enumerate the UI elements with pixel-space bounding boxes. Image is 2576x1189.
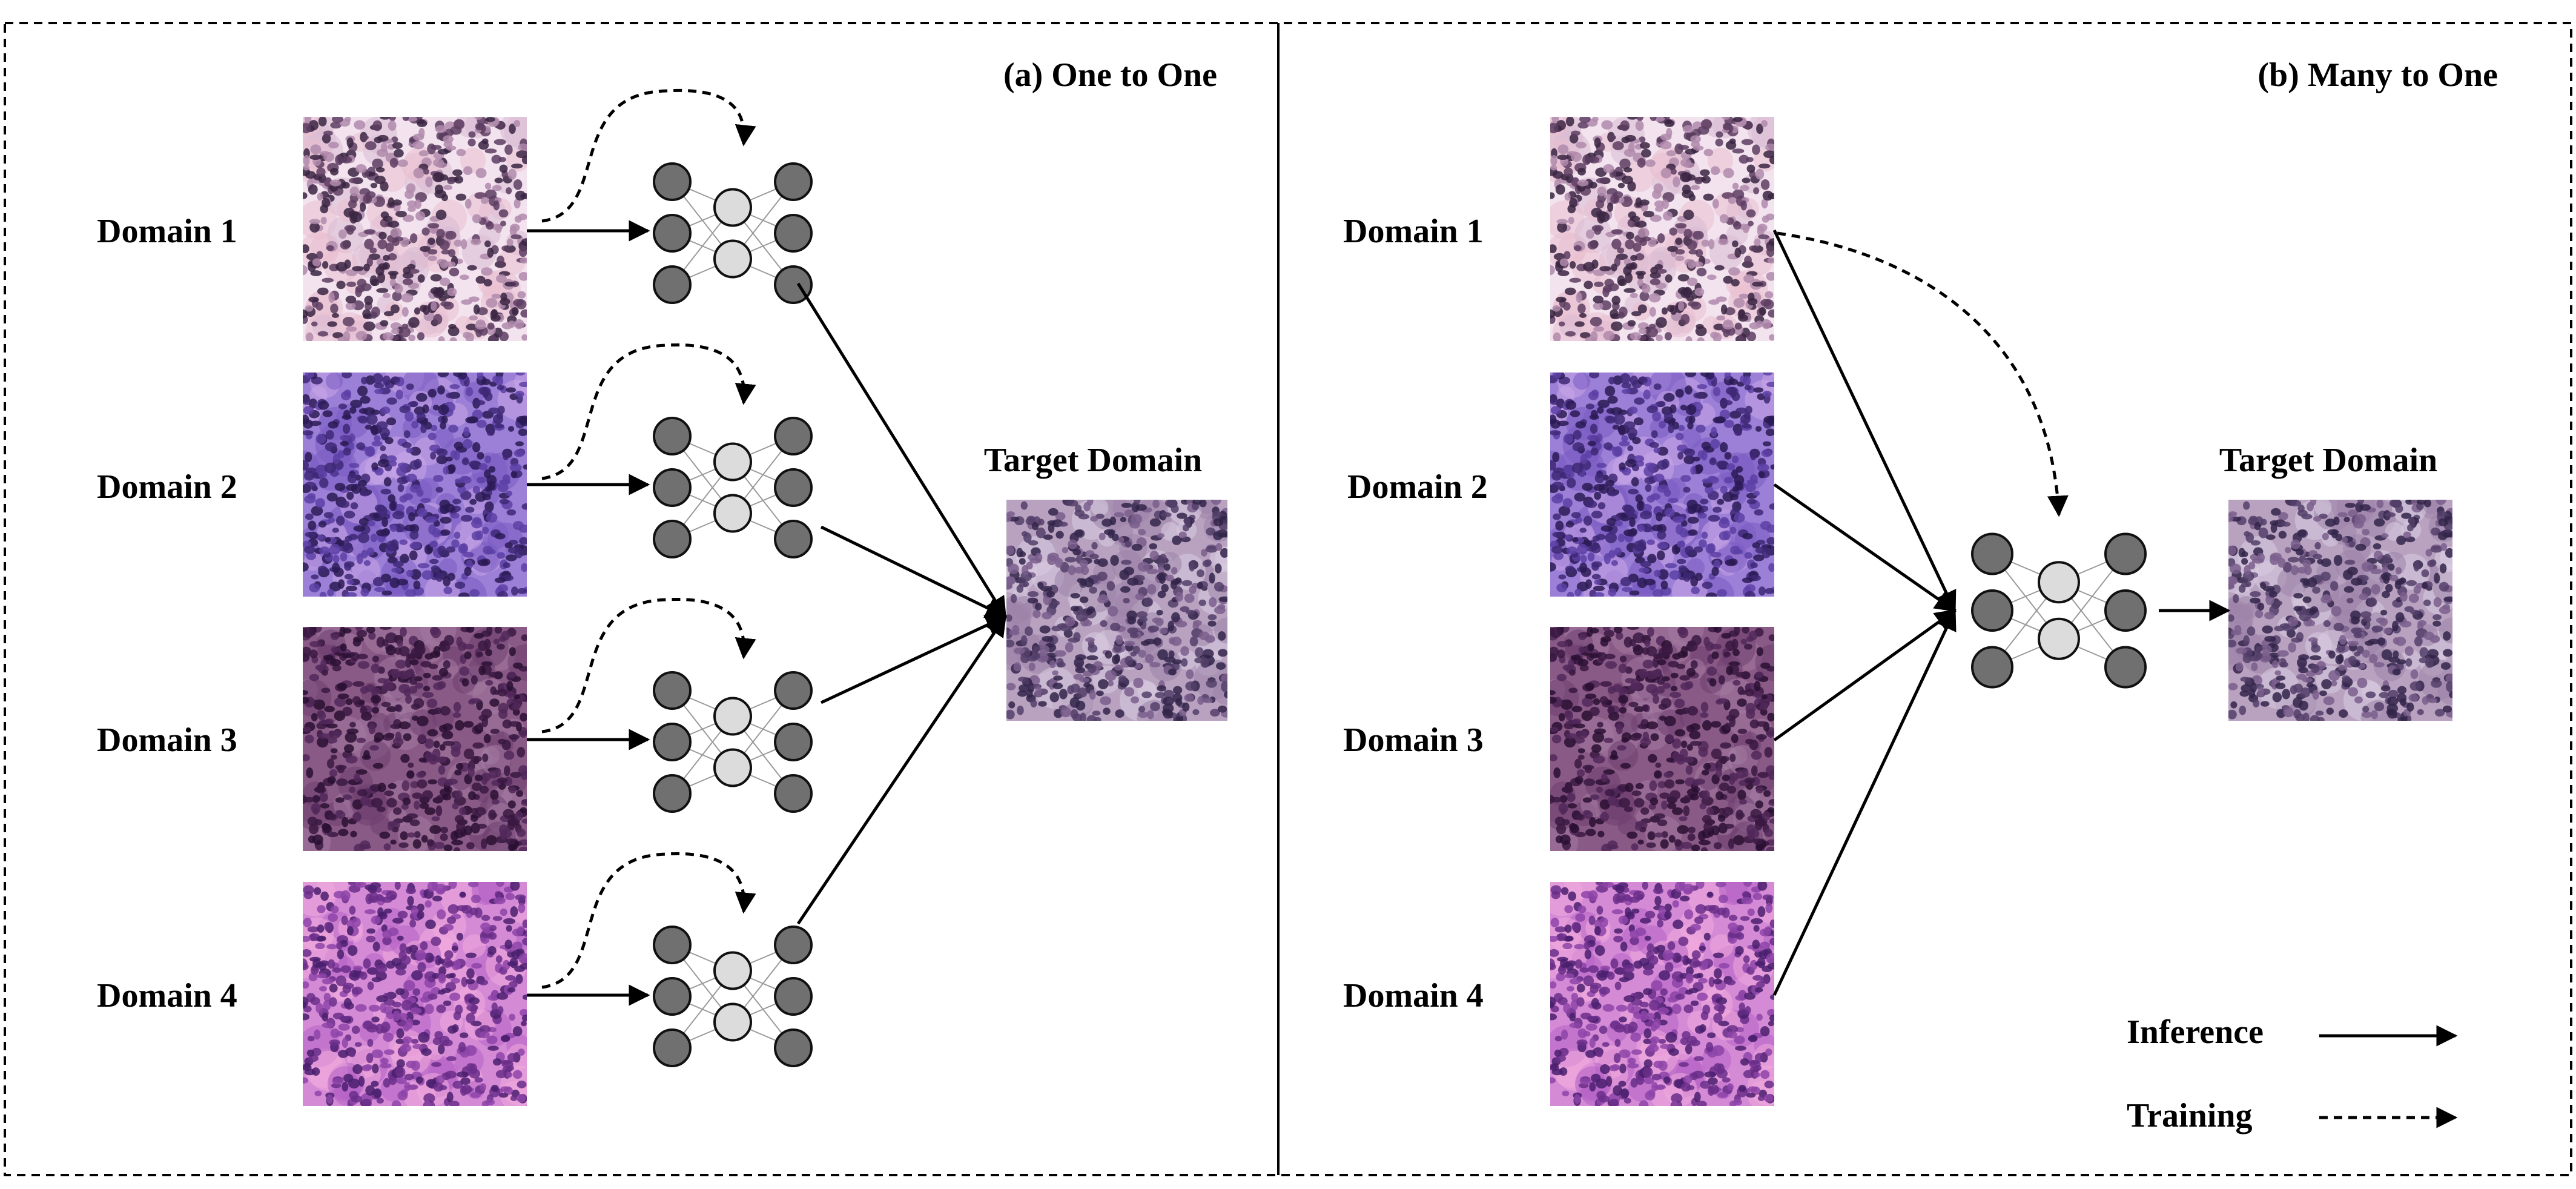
panel-a-network-3 xyxy=(653,671,813,813)
panel-a-domain-4-image xyxy=(303,882,527,1106)
panel-a-network-2 xyxy=(653,417,813,558)
panel-a-domain-2-image xyxy=(303,373,527,597)
panel-a-target-label: Target Domain xyxy=(984,442,1202,479)
panel-a-training-arrow-2 xyxy=(541,343,756,480)
panel-a-training-arrow-1 xyxy=(541,88,756,223)
legend-inference-label: Inference xyxy=(2127,1013,2264,1051)
panel-a-target-image xyxy=(1006,500,1227,721)
panel-b: (b) Many to One Domain 1 Domain 2 Domain… xyxy=(1343,56,2498,1134)
panel-b-target-label: Target Domain xyxy=(2219,442,2437,479)
panel-b-domain-2-image xyxy=(1550,373,1774,597)
legend-training-label: Training xyxy=(2127,1097,2252,1134)
panel-a-network-1 xyxy=(653,162,813,304)
panel-b-inference-arrow-3 xyxy=(1773,609,1957,742)
panel-a-training-arrow-3 xyxy=(541,597,756,734)
panel-b-domain-4-image xyxy=(1550,882,1774,1106)
panel-a-network-4 xyxy=(653,926,813,1067)
panel-b-domain-2-label: Domain 2 xyxy=(1347,468,1488,506)
legend: Inference Training xyxy=(2127,1013,2458,1134)
panel-a-domain-4-label: Domain 4 xyxy=(97,977,237,1015)
panel-b-domain-3-label: Domain 3 xyxy=(1343,721,1484,759)
panel-a-domain-1-image xyxy=(303,117,527,341)
panel-a-domain-3-label: Domain 3 xyxy=(97,721,237,759)
panel-b-inference-arrow-2 xyxy=(1773,483,1957,612)
outer-frame xyxy=(4,22,2572,1176)
panel-b-inference-arrow-1 xyxy=(1772,229,1957,613)
panel-b-domain-3-image xyxy=(1550,627,1774,851)
panel-a-to-target-arrow-2 xyxy=(820,525,1008,618)
panel-b-domain-4-label: Domain 4 xyxy=(1343,977,1484,1015)
panel-b-domain-1-image xyxy=(1550,117,1774,341)
panel-a-title: (a) One to One xyxy=(1003,56,1217,94)
panel-a: (a) One to One Domain 1 Domain 2 Domain … xyxy=(97,56,1227,1106)
panel-a-domain-2-label: Domain 2 xyxy=(97,468,237,506)
panel-b-inference-arrow-4 xyxy=(1772,608,1957,996)
panel-a-to-target-arrow-4 xyxy=(796,615,1007,925)
panel-a-domain-3-image xyxy=(303,627,527,851)
panel-b-title: (b) Many to One xyxy=(2257,56,2498,94)
panel-b-network xyxy=(1971,532,2147,689)
panel-b-domain-1-label: Domain 1 xyxy=(1343,213,1484,250)
panel-a-domain-1-label: Domain 1 xyxy=(97,213,237,250)
panel-a-training-arrow-4 xyxy=(541,852,756,989)
panel-a-to-target-arrow-1 xyxy=(796,282,1007,618)
panel-b-target-image xyxy=(2228,500,2452,721)
panel-b-training-arrow xyxy=(1777,231,2069,517)
panel-a-to-target-arrow-3 xyxy=(820,615,1008,704)
